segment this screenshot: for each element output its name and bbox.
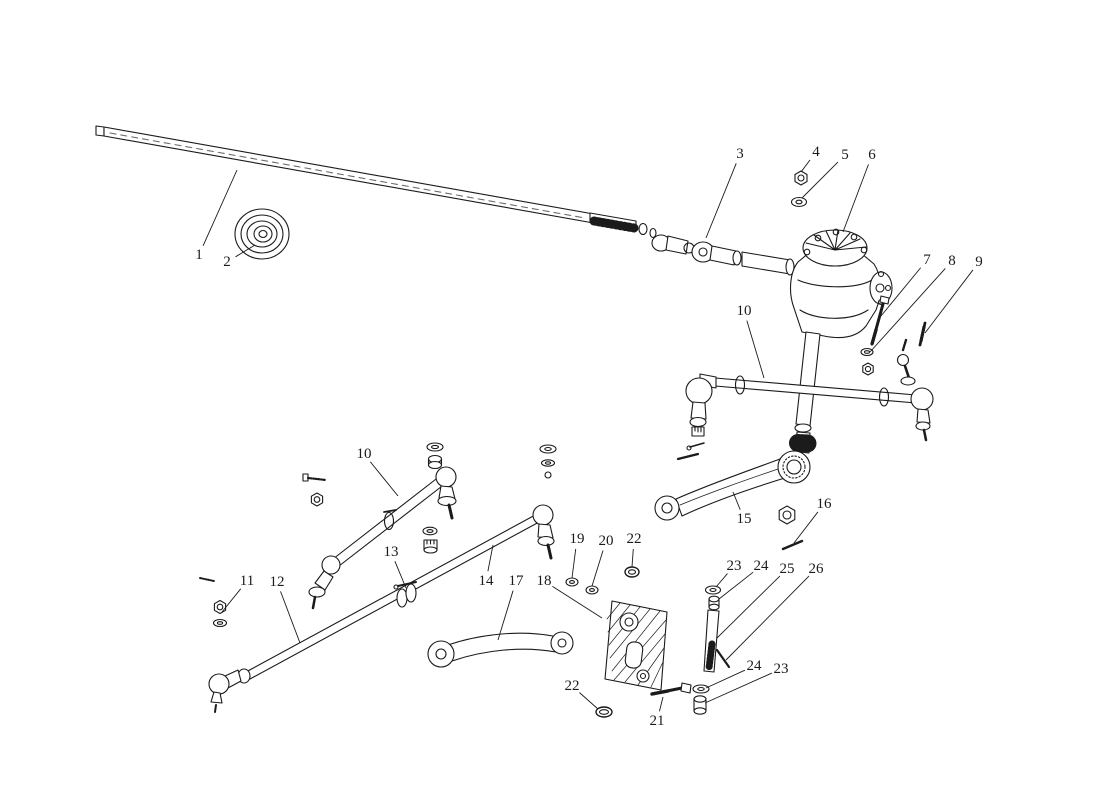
callout-label-3: 3 [736, 146, 744, 162]
callout-leader-9 [924, 269, 974, 334]
steering-box [741, 228, 893, 454]
callout-leader-12 [280, 591, 301, 644]
callout-leader-24 [718, 571, 754, 600]
hardware-left-cluster [302, 442, 557, 554]
callout-leader-1 [202, 169, 238, 247]
callout-label-1: 1 [195, 247, 203, 263]
callout-leader-18 [552, 585, 603, 619]
drag-link [676, 338, 934, 461]
washer-19 [565, 577, 579, 587]
callout-leader-13 [394, 561, 407, 589]
callout-leader-17 [497, 590, 514, 641]
tie-rod-short [308, 466, 457, 610]
callout-leader-22 [579, 692, 599, 710]
drawing-layer [95, 125, 934, 718]
callout-label-10: 10 [357, 446, 372, 462]
callout-label-20: 20 [599, 533, 614, 549]
callout-leader-24 [705, 669, 746, 689]
callout-leader-7 [880, 267, 922, 317]
callout-label-23: 23 [727, 558, 742, 574]
bolt-21 [650, 682, 692, 696]
callout-leader-10 [369, 461, 399, 497]
callout-label-12: 12 [270, 574, 285, 590]
callout-label-15: 15 [737, 511, 752, 527]
callout-label-4: 4 [812, 144, 820, 160]
nut-16 [778, 505, 804, 551]
callout-label-19: 19 [570, 531, 585, 547]
callout-leader-15 [732, 491, 741, 510]
callout-label-13: 13 [384, 544, 399, 560]
washer-20 [585, 585, 599, 595]
stud-9 [918, 321, 927, 347]
o-ring-22-top [624, 566, 640, 578]
coupling-boot [234, 208, 290, 260]
callout-leader-8 [869, 268, 946, 353]
callout-leader-10 [746, 320, 765, 379]
callout-label-25: 25 [780, 561, 795, 577]
callout-leader-16 [793, 511, 819, 544]
callout-leader-11 [221, 588, 242, 613]
callout-label-6: 6 [868, 147, 876, 163]
callout-label-8: 8 [948, 253, 956, 269]
callout-leader-2 [235, 244, 256, 258]
universal-joint [651, 234, 742, 266]
callout-label-2: 2 [223, 254, 231, 270]
callout-label-17: 17 [509, 573, 525, 589]
washer-8 [860, 347, 874, 376]
callout-label-22: 22 [565, 678, 580, 694]
hardware-11 [199, 577, 228, 628]
bolt-7 [870, 295, 890, 346]
washer-5 [790, 196, 808, 208]
callout-leader-22 [631, 548, 634, 568]
callout-label-11: 11 [240, 573, 254, 589]
o-ring-22-bottom [595, 706, 613, 718]
callout-leader-6 [842, 164, 869, 233]
callout-leader-19 [571, 548, 577, 579]
callout-leader-5 [801, 161, 839, 199]
callout-label-21: 21 [650, 713, 665, 729]
callout-label-10: 10 [737, 303, 752, 319]
callout-label-24: 24 [754, 558, 770, 574]
callout-label-18: 18 [537, 573, 552, 589]
callout-label-22: 22 [627, 531, 642, 547]
callout-leader-23 [704, 672, 773, 704]
callout-leader-4 [800, 159, 811, 173]
tie-rod-long [208, 504, 555, 713]
callout-leader-14 [487, 544, 494, 572]
steering-shaft [95, 125, 657, 239]
clamp-13 [393, 581, 417, 608]
mounting-bracket [604, 600, 668, 691]
callout-label-5: 5 [841, 147, 849, 163]
fastener-stack [692, 585, 731, 715]
callout-leader-21 [658, 696, 664, 712]
callout-label-26: 26 [809, 561, 825, 577]
callout-leader-3 [705, 163, 737, 239]
callout-label-16: 16 [817, 496, 833, 512]
callout-leader-25 [716, 575, 781, 639]
pitman-arm [654, 450, 811, 521]
callout-label-7: 7 [923, 252, 931, 268]
callout-leader-20 [591, 550, 604, 587]
idler-arm [427, 631, 574, 668]
callout-leader-23 [715, 573, 728, 588]
callout-leader-26 [725, 575, 810, 661]
callout-label-14: 14 [479, 573, 495, 589]
callout-label-24: 24 [747, 658, 763, 674]
nut-4 [794, 170, 808, 186]
callout-label-23: 23 [774, 661, 789, 677]
callout-label-9: 9 [975, 254, 983, 270]
